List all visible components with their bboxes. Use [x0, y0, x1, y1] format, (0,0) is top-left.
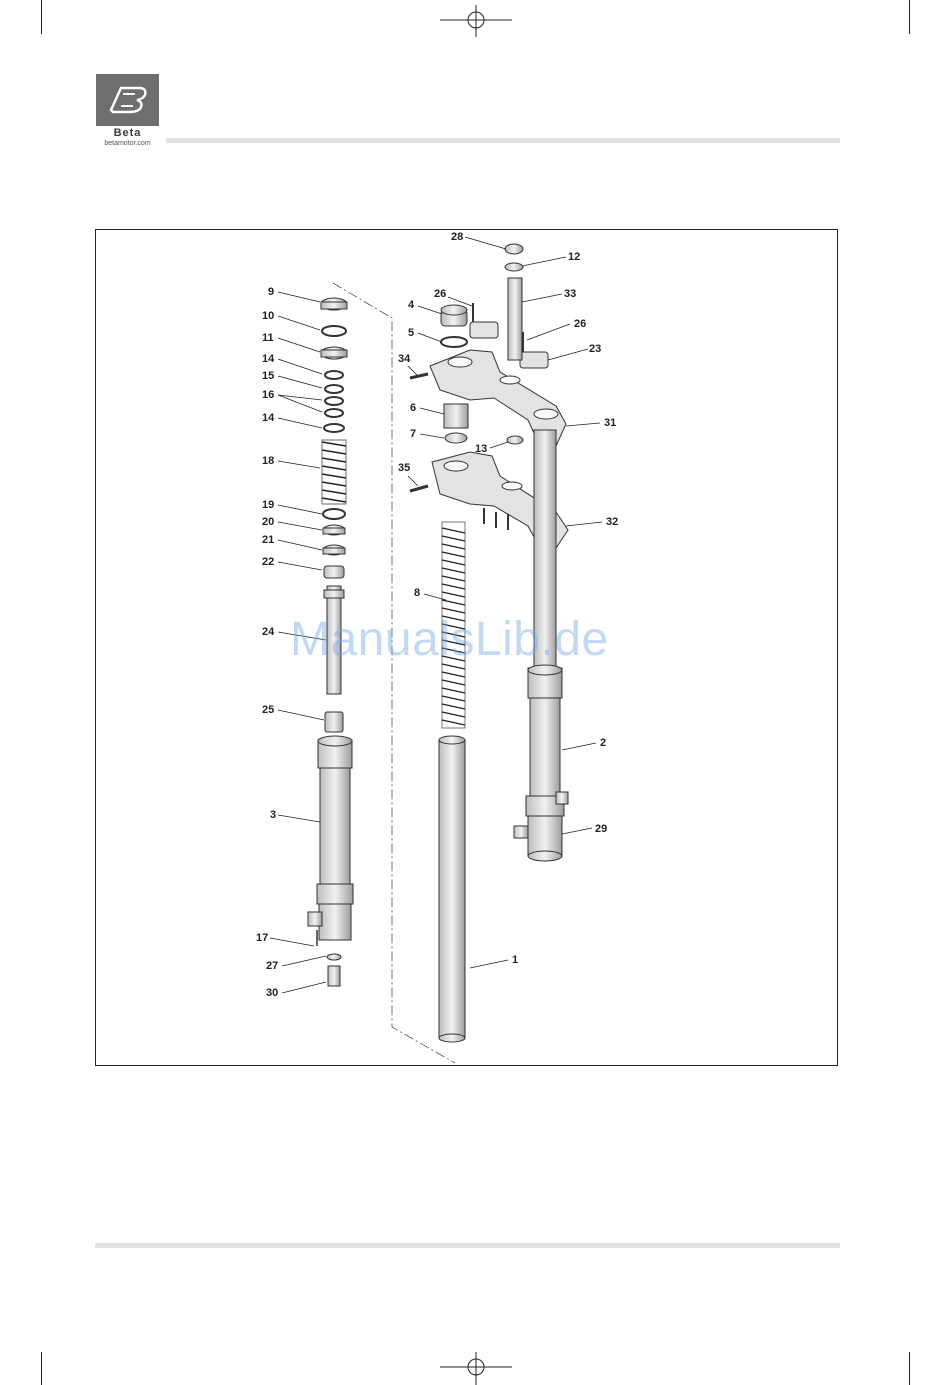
callout-21: 21: [262, 534, 274, 546]
header-rule: [166, 138, 840, 143]
registration-mark-bottom: [440, 1352, 512, 1385]
callout-23: 23: [589, 343, 601, 355]
inner-tube: [439, 736, 465, 1042]
callout-11: 11: [262, 332, 274, 344]
watermark: ManualsLib.de: [290, 612, 670, 667]
callout-6: 6: [410, 402, 416, 414]
footer-rule: [95, 1243, 840, 1248]
callout-18: 18: [262, 455, 274, 467]
beta-logo-icon: [103, 80, 153, 120]
callout-15: 15: [262, 370, 274, 382]
crop-mark-bottom-right: [909, 1352, 910, 1385]
brand-logo: [96, 74, 159, 126]
callout-10: 10: [262, 310, 274, 322]
cartridge-lower: [308, 509, 353, 986]
callout-12: 12: [568, 251, 580, 263]
brand-website: betamotor.com: [96, 140, 159, 147]
callout-14-lower: 14: [262, 412, 275, 424]
callout-26-lower: 26: [574, 318, 586, 330]
callout-35: 35: [398, 462, 410, 474]
callout-26-upper: 26: [434, 288, 446, 300]
callout-27: 27: [266, 960, 278, 972]
callout-29: 29: [595, 823, 607, 835]
brand-name: Beta: [96, 127, 159, 139]
callout-31: 31: [604, 417, 616, 429]
callout-28: 28: [451, 231, 463, 243]
callout-33: 33: [564, 288, 576, 300]
cartridge-parts: [321, 298, 347, 432]
callout-20: 20: [262, 516, 274, 528]
callout-14-upper: 14: [262, 353, 275, 365]
callout-25: 25: [262, 704, 274, 716]
callout-5: 5: [408, 327, 414, 339]
callout-19: 19: [262, 499, 274, 511]
callout-4: 4: [408, 299, 415, 311]
callout-17: 17: [256, 932, 268, 944]
callout-16: 16: [262, 389, 274, 401]
callout-9: 9: [268, 286, 274, 298]
callout-1: 1: [512, 954, 518, 966]
callout-34: 34: [398, 353, 411, 365]
callout-30: 30: [266, 987, 278, 999]
callout-2: 2: [600, 737, 606, 749]
spring-small: [322, 440, 346, 504]
registration-mark-top: [440, 5, 512, 37]
crop-mark-top-right: [909, 0, 910, 34]
crop-mark-top-left: [41, 0, 42, 34]
callout-22: 22: [262, 556, 274, 568]
callout-7: 7: [410, 428, 416, 440]
guide-lines: [333, 283, 455, 1063]
callout-13: 13: [475, 443, 487, 455]
callout-24: 24: [262, 626, 275, 638]
crop-mark-bottom-left: [41, 1352, 42, 1385]
callout-32: 32: [606, 516, 618, 528]
callout-3: 3: [270, 809, 276, 821]
callout-8: 8: [414, 587, 420, 599]
